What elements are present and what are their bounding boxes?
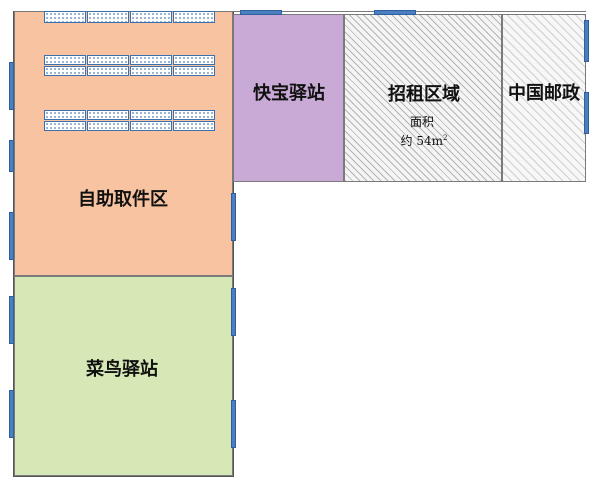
rental-area-value: 约 54m2 — [400, 134, 448, 148]
pickup-shelf — [44, 121, 86, 131]
self-pickup-label: 自助取件区 — [78, 189, 168, 210]
pickup-shelf — [87, 110, 129, 120]
door-inner-3 — [231, 400, 236, 448]
door-left-1 — [9, 62, 14, 110]
pickup-shelf — [173, 11, 215, 23]
door-left-3 — [9, 212, 14, 260]
pickup-shelf — [173, 55, 215, 65]
door-top-kuaibao — [240, 10, 282, 15]
door-left-2 — [9, 140, 14, 172]
pickup-shelf — [44, 66, 86, 76]
door-china-post-1 — [584, 20, 589, 62]
pickup-shelf — [87, 55, 129, 65]
pickup-shelf — [173, 110, 215, 120]
pickup-shelf — [130, 11, 172, 23]
pickup-shelf — [44, 11, 86, 23]
pickup-shelf — [173, 66, 215, 76]
door-china-post-2 — [584, 92, 589, 134]
rental-zone — [344, 14, 502, 182]
pickup-shelf — [87, 66, 129, 76]
china-post-label: 中国邮政 — [508, 83, 580, 104]
pickup-shelf — [44, 55, 86, 65]
cainiao-zone — [14, 276, 233, 476]
door-top-rental — [374, 10, 416, 15]
rental-label: 招租区域 — [388, 84, 460, 105]
door-inner-2 — [231, 288, 236, 336]
pickup-shelf — [130, 55, 172, 65]
door-left-4 — [9, 296, 14, 344]
pickup-shelf — [130, 110, 172, 120]
pickup-shelf — [130, 66, 172, 76]
kuaibao-zone — [233, 14, 344, 182]
self-pickup-zone — [14, 11, 233, 276]
pickup-shelf — [173, 121, 215, 131]
china-post-zone — [502, 14, 586, 182]
cainiao-label: 菜鸟驿站 — [86, 359, 158, 380]
kuaibao-label: 快宝驿站 — [253, 83, 325, 104]
door-inner-1 — [231, 193, 236, 241]
door-left-5 — [9, 390, 14, 438]
pickup-shelf — [87, 121, 129, 131]
rental-area-label: 面积 — [409, 115, 435, 129]
pickup-shelf — [130, 121, 172, 131]
pickup-shelf — [87, 11, 129, 23]
pickup-shelf — [44, 110, 86, 120]
